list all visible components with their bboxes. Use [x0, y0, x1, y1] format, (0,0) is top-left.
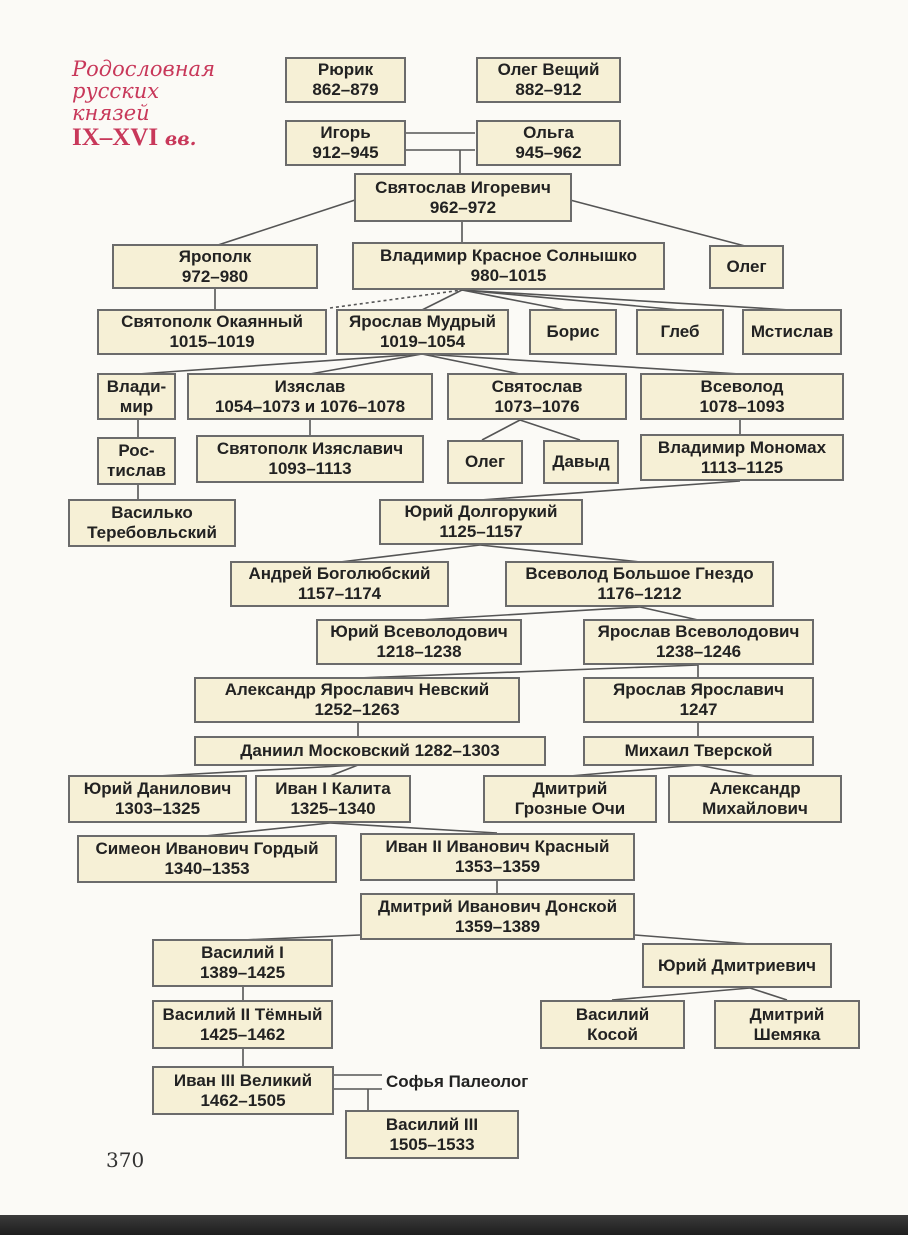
node-yuri-dmitrievich: Юрий Дмитриевич: [642, 943, 832, 988]
page-number: 370: [106, 1148, 145, 1172]
node-daniil-moskovsky: Даниил Московский 1282–1303: [194, 736, 546, 766]
node-boris: Борис: [529, 309, 617, 355]
sofia-paleolog-label: Софья Палеолог: [386, 1072, 529, 1091]
title-line-3: князей: [72, 101, 150, 125]
title-period: IX–XVI: [72, 124, 159, 151]
node-davyd: Давыд: [543, 440, 619, 484]
title-line-1: Родословная: [72, 57, 215, 81]
node-vladimir-yaroslavich: Влади-мир: [97, 373, 176, 420]
node-mstislav: Мстислав: [742, 309, 842, 355]
node-oleg-sviatoslavich-2: Олег: [447, 440, 523, 484]
page-title: Родословная русских князей IX–XVI вв.: [72, 58, 262, 152]
title-suffix: вв.: [164, 128, 197, 150]
node-gleb: Глеб: [636, 309, 724, 355]
scan-edge-strip: [0, 1215, 908, 1235]
node-oleg-sviatoslavich: Олег: [709, 245, 784, 289]
node-mikhail-tverskoy: Михаил Тверской: [583, 736, 814, 766]
title-line-2: русских: [72, 79, 160, 103]
node-rostislav: Рос-тислав: [97, 437, 176, 485]
